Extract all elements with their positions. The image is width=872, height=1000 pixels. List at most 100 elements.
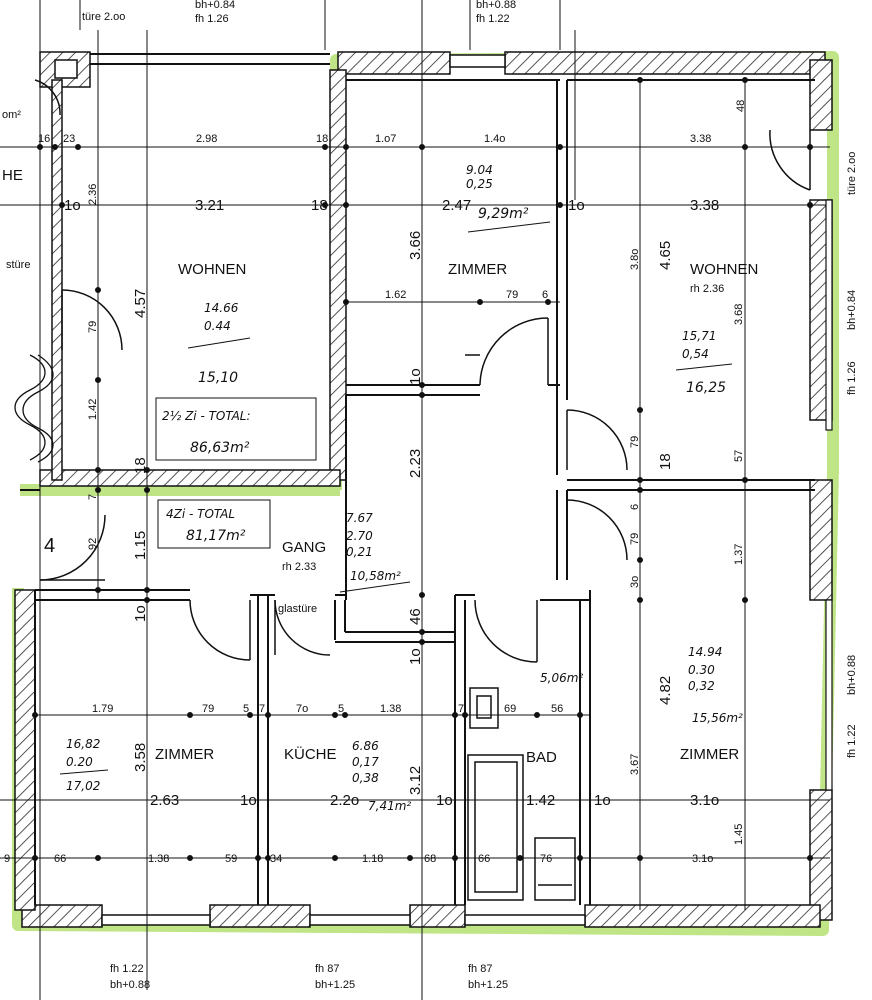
hand-note: 9,29m² [478, 206, 529, 222]
hand-note: 86,63m² [190, 440, 250, 456]
dim-label: 68 [424, 853, 436, 865]
dim-label: 66 [54, 853, 66, 865]
dim-label: 3.68 [733, 304, 745, 325]
hand-note: 0.30 [688, 663, 715, 677]
note-window1-bh: bh+0.84 [195, 0, 235, 11]
dim-label: 9 [4, 853, 10, 865]
room-zimmer-bottom-right: ZIMMER [680, 746, 739, 763]
dim-label: 76 [540, 853, 552, 865]
dim-label: 1.62 [385, 289, 406, 301]
dim-label: 2.98 [196, 133, 217, 145]
hand-note: 6.86 [352, 739, 379, 753]
note-bottom-w3-bh: bh+1.25 [468, 979, 508, 991]
dim-label: 7 [87, 494, 99, 500]
dim-label: 7o [296, 703, 308, 715]
note-bottom-w2-fh: fh 87 [315, 963, 339, 975]
room-bad: BAD [526, 749, 557, 766]
sink-fixture [469, 687, 499, 729]
room-height-wohnen-right: rh 2.36 [690, 283, 724, 295]
dim-label: 1.79 [92, 703, 113, 715]
stair-number: 4 [44, 535, 55, 557]
dim-label: 1o [407, 648, 424, 665]
hand-note: 0,54 [682, 347, 709, 361]
note-bottom-w3-fh: fh 87 [468, 963, 492, 975]
dim-label: 1.38 [148, 853, 169, 865]
room-kueche: KÜCHE [284, 745, 337, 763]
note-om2: om² [2, 109, 21, 121]
note-fh122: fh 1.22 [846, 724, 858, 758]
dim-label: 1o [594, 792, 611, 809]
dim-label: 1.o7 [375, 133, 396, 145]
dim-label: 3.58 [132, 743, 149, 772]
dim-label: 4.57 [132, 289, 149, 318]
hand-note: 17,02 [66, 779, 100, 793]
dim-label: 79 [87, 321, 99, 333]
dim-label: 79 [629, 533, 641, 545]
dim-label: 1o [568, 197, 585, 214]
dim-label: 48 [735, 100, 747, 112]
room-height-gang: rh 2.33 [282, 561, 316, 573]
note-window1-fh: fh 1.26 [195, 13, 229, 25]
note-window2-bh: bh+0.88 [476, 0, 516, 11]
dim-label: 3.38 [690, 197, 719, 214]
hand-note: 15,71 [682, 329, 716, 343]
dim-label: 1.42 [87, 399, 99, 420]
dim-label: 2.2o [330, 792, 359, 809]
dim-label: 46 [407, 608, 424, 625]
dim-label: 2.23 [407, 449, 424, 478]
stair-symbol [14, 354, 54, 463]
dim-label: 79 [506, 289, 518, 301]
handwritten-annotations: 14.66 0.44 15,10 2½ Zi - TOTAL: 86,63m² … [59, 163, 743, 813]
dim-label: 4.65 [657, 241, 674, 270]
dim-label: 3.67 [629, 754, 641, 775]
dim-label: 3.66 [407, 231, 424, 260]
note-bottom-w1-bh: bh+0.88 [110, 979, 150, 991]
dim-label: 3.12 [407, 766, 424, 795]
toilet-fixture [534, 837, 576, 901]
door-swings [34, 79, 811, 663]
dim-label: 69 [504, 703, 516, 715]
note-tuere-left: türe 2.oo [82, 11, 125, 23]
dim-label: 2.36 [87, 184, 99, 205]
dim-label: 1o [64, 197, 81, 214]
dim-label: 2.63 [150, 792, 179, 809]
bathroom-fixtures [467, 687, 576, 901]
room-gang: GANG [282, 539, 326, 556]
note-fh126: fh 1.26 [846, 361, 858, 395]
hand-note: 15,10 [198, 370, 238, 386]
hand-note: 0,32 [688, 679, 715, 693]
room-zimmer-bottom-left: ZIMMER [155, 746, 214, 763]
dim-label: 18 [316, 133, 328, 145]
dim-label: 1.42 [526, 792, 555, 809]
apartment-highlight [12, 51, 839, 936]
dim-label: 79 [629, 436, 641, 448]
room-wohnen-left: WOHNEN [178, 261, 246, 278]
dim-label: 1o [407, 368, 424, 385]
dim-label: 66 [478, 853, 490, 865]
hand-note: 16,82 [66, 737, 100, 751]
dim-label: 1.15 [132, 531, 149, 560]
dim-label: 18 [657, 453, 674, 470]
right-windows [825, 199, 833, 791]
hand-note: 10,58m² [350, 569, 401, 583]
hand-note: 2.70 [346, 529, 373, 543]
dim-label: 3.38 [690, 133, 711, 145]
dim-label: 18 [132, 457, 149, 474]
dimension-lines [0, 0, 830, 1000]
dim-label: 7 [458, 703, 464, 715]
dim-label: 56 [551, 703, 563, 715]
dim-label: 18 [311, 197, 328, 214]
dim-label: 1.45 [733, 824, 745, 845]
dim-label: 1o [240, 792, 257, 809]
dim-label: 59 [225, 853, 237, 865]
room-he: HE [2, 167, 23, 184]
hand-note: 0.44 [204, 319, 231, 333]
dim-label: 3.1o [692, 853, 713, 865]
hand-note: 81,17m² [186, 528, 246, 544]
dim-label: 2.47 [442, 197, 471, 214]
hand-note: 7.67 [346, 511, 373, 525]
dim-label: 79 [202, 703, 214, 715]
dim-label: 1o [132, 605, 149, 622]
hand-note: 9.04 [466, 163, 493, 177]
dim-label: 7 [259, 703, 265, 715]
